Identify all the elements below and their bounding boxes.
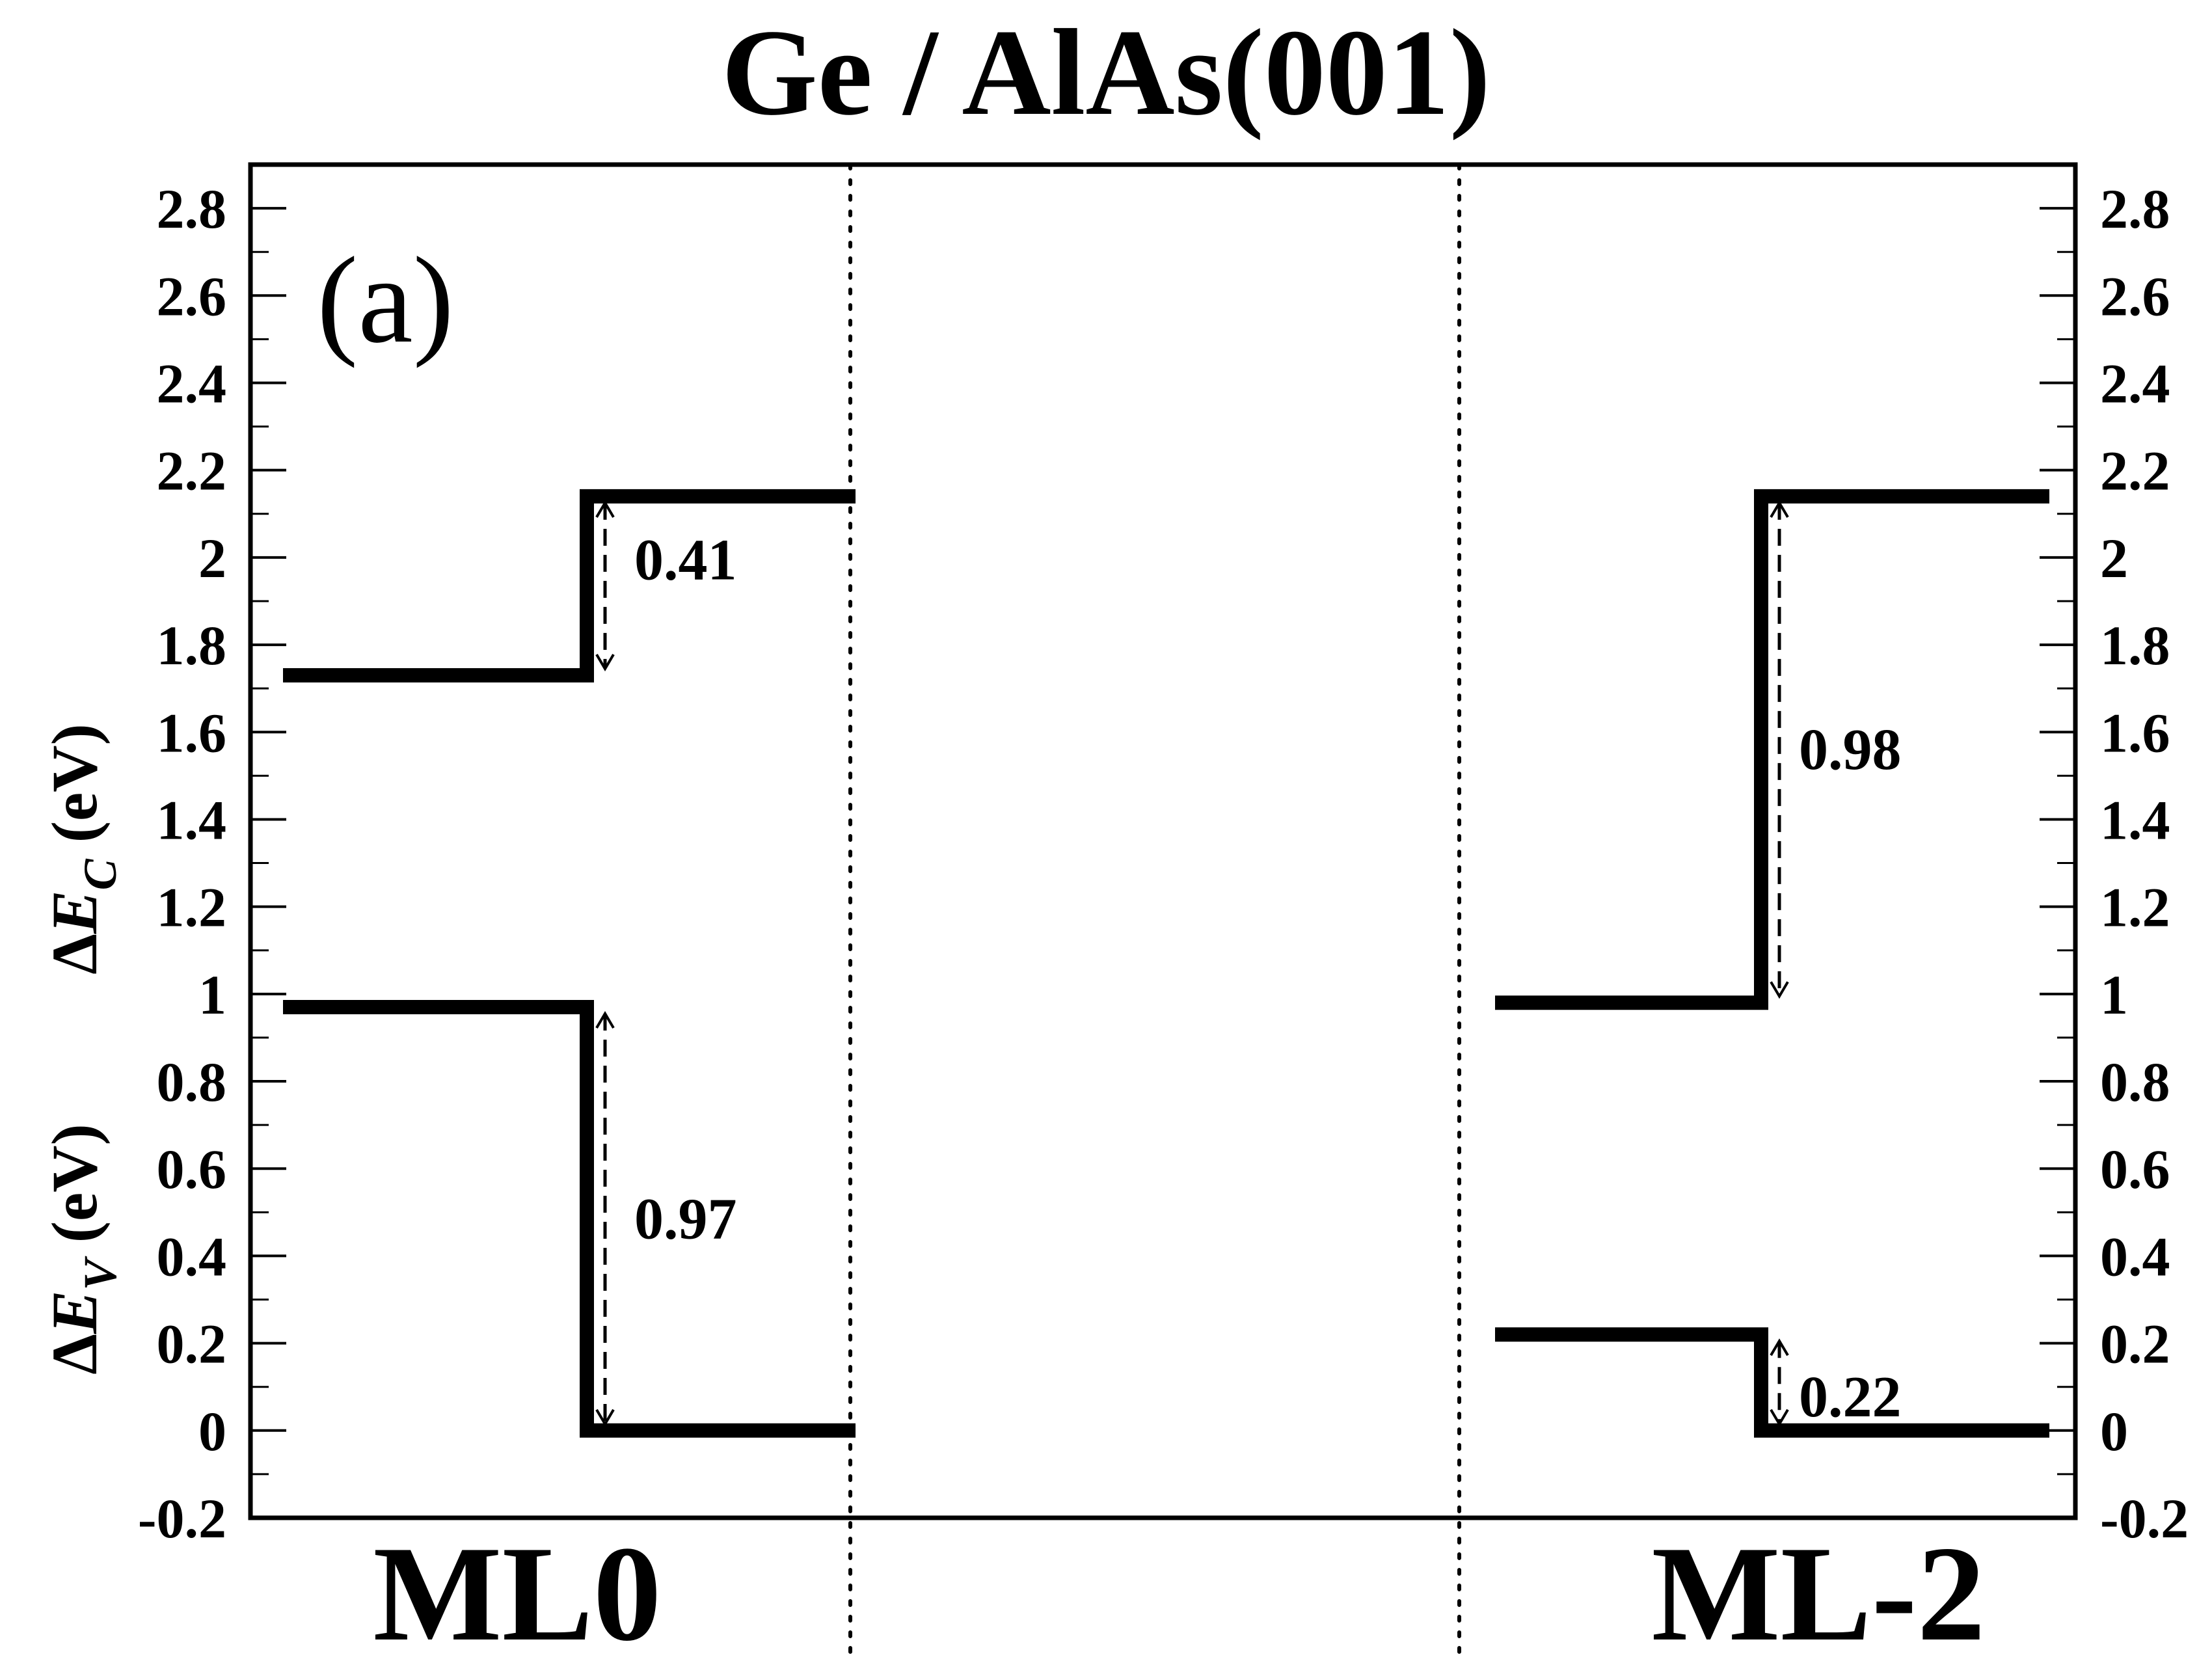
y-tick-label-left: 0.8 [157, 1051, 227, 1113]
offset-arrow-head [1770, 1338, 1789, 1356]
y-tick-label-left: 2.4 [157, 352, 227, 414]
y-tick-label-right: 1.8 [2100, 614, 2170, 677]
case-label-ml-2: ML-2 [1651, 1518, 1985, 1659]
y-axis-label-valence: ΔEV (eV) [38, 1124, 126, 1375]
axes: -0.2 -0.2 0 0 0.2 0.2 0.4 0.4 0.6 0.6 0.8 0.8 1 1 1.2 1… [138, 162, 2189, 1659]
offset-arrow-head [595, 500, 615, 518]
offset-arrow-head [1770, 1409, 1789, 1427]
valence-offset-label: 0.97 [634, 1187, 737, 1251]
valence-offset-label: 0.22 [1799, 1365, 1902, 1429]
plot-frame [248, 162, 2078, 1520]
conduction-band-step [1495, 489, 2049, 1010]
y-tick-label-right: 2.8 [2100, 178, 2170, 240]
offset-arrow-head [1770, 981, 1789, 999]
conduction-offset-label: 0.98 [1799, 718, 1902, 782]
y-tick-label-left: 0.4 [157, 1225, 227, 1288]
y-tick-label-right: -0.2 [2100, 1487, 2189, 1550]
y-axis-label-conduction-delta: Δ [38, 934, 111, 975]
y-tick-label-right: 2.6 [2100, 265, 2170, 327]
y-tick-label-right: 1.4 [2100, 789, 2170, 851]
offset-arrow-head [595, 1011, 615, 1029]
y-tick-label-left: 2.2 [157, 440, 227, 502]
conduction-offset-label: 0.41 [634, 528, 737, 592]
conduction-band-step [283, 489, 856, 683]
y-axis-label-conduction: ΔEC (eV) [38, 723, 126, 975]
y-tick-label-left: 2.6 [157, 265, 227, 327]
y-tick-label-left: 0 [198, 1400, 226, 1463]
y-tick-label-right: 2.2 [2100, 440, 2170, 502]
case-label-ml0: ML0 [373, 1518, 661, 1659]
y-tick-label-left: 2.8 [157, 178, 227, 240]
y-axis-label-conduction-sub: C [74, 858, 126, 890]
y-tick-label-left: -0.2 [138, 1487, 226, 1550]
y-axis-label-valence-e: E [38, 1290, 111, 1334]
y-tick-label-left: 1.2 [157, 876, 227, 939]
panel-label: (a) [317, 232, 454, 369]
y-tick-label-right: 0.4 [2100, 1225, 2170, 1288]
y-tick-label-right: 1.2 [2100, 876, 2170, 939]
offset-arrow-head [595, 654, 615, 671]
offset-arrow-head [1770, 500, 1789, 518]
y-tick-label-left: 0.6 [157, 1138, 227, 1200]
y-tick-label-right: 0.6 [2100, 1138, 2170, 1200]
y-tick-label-left: 1.8 [157, 614, 227, 677]
y-tick-label-right: 2 [2100, 527, 2128, 589]
y-tick-label-left: 1.4 [157, 789, 227, 851]
valence-band-step [283, 999, 856, 1438]
y-tick-label-left: 1 [198, 964, 226, 1026]
y-axis-label-conduction-e: E [38, 890, 111, 934]
y-tick-label-left: 1.6 [157, 701, 227, 764]
y-tick-label-left: 0.2 [157, 1313, 227, 1375]
y-tick-label-right: 0.2 [2100, 1313, 2170, 1375]
y-axis-label-valence-delta: Δ [38, 1334, 111, 1375]
y-tick-label-right: 1.6 [2100, 701, 2170, 764]
y-axis-label-conduction-unit: (eV) [38, 723, 111, 859]
valence-band-step [1495, 1327, 2049, 1438]
y-tick-label-right: 0.8 [2100, 1051, 2170, 1113]
y-tick-label-right: 1 [2100, 964, 2128, 1026]
y-tick-label-right: 0 [2100, 1400, 2128, 1463]
y-axis-label-valence-sub: V [74, 1256, 126, 1290]
y-tick-label-left: 2 [198, 527, 226, 589]
offset-arrow-head [595, 1409, 615, 1427]
y-axis-label-valence-unit: (eV) [38, 1124, 111, 1259]
y-tick-label-right: 2.4 [2100, 352, 2170, 414]
chart-title: Ge / AlAs(001) [722, 5, 1490, 141]
